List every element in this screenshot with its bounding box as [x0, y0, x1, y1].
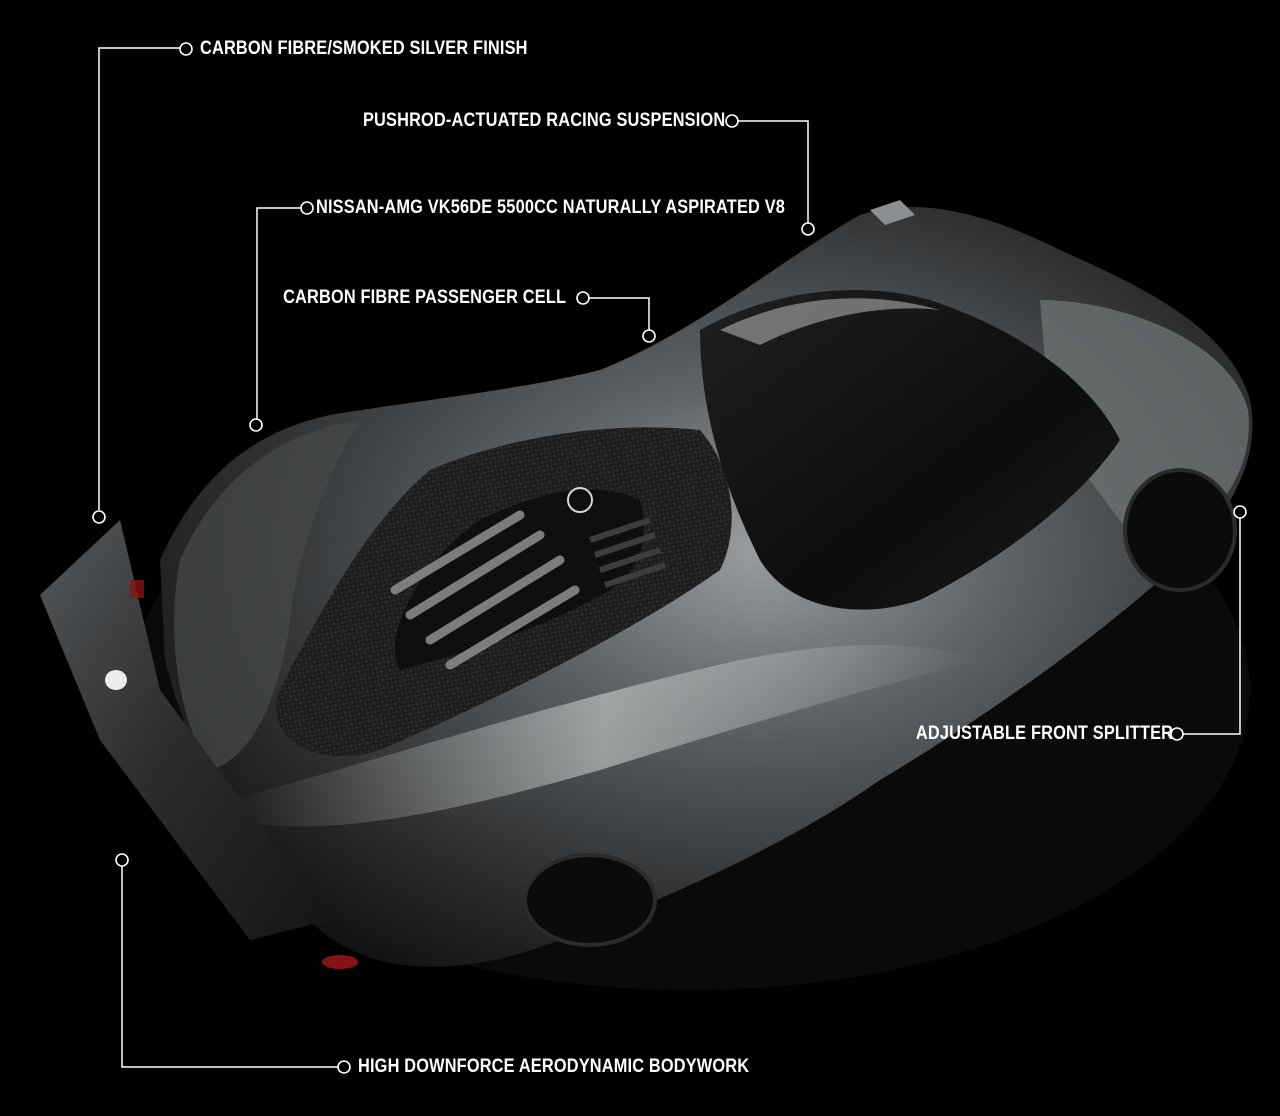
- marker-circle-icon: [300, 201, 314, 215]
- marker-circle-icon: [249, 418, 263, 432]
- rear-haunch: [174, 420, 360, 770]
- brand-emblem-icon: [567, 487, 593, 513]
- marker-circle-icon: [179, 42, 193, 56]
- marker-circle-icon: [337, 1060, 351, 1074]
- wing-light-glint: [105, 670, 127, 690]
- callout-finish-label: CARBON FIBRE/SMOKED SILVER FINISH: [200, 38, 528, 59]
- marker-circle-icon: [92, 510, 106, 524]
- callout-markers: [92, 42, 1247, 1074]
- leader-engine: [256, 207, 301, 419]
- front-wheel: [1123, 468, 1237, 592]
- tail-light-lower: [322, 955, 358, 969]
- canopy-highlight: [720, 298, 940, 345]
- intake-runners: [390, 510, 580, 670]
- callout-cell-label: CARBON FIBRE PASSENGER CELL: [282, 287, 566, 308]
- side-mirror: [870, 200, 915, 225]
- marker-circle-icon: [642, 329, 656, 343]
- marker-circle-icon: [576, 291, 590, 305]
- callout-bodywork-label: HIGH DOWNFORCE AERODYNAMIC BODYWORK: [358, 1056, 750, 1077]
- marker-circle-icon: [725, 114, 739, 128]
- body-highlight: [230, 645, 980, 827]
- callout-engine-label: NISSAN-AMG VK56DE 5500CC NATURALLY ASPIR…: [316, 197, 786, 218]
- marker-circle-icon: [1170, 727, 1184, 741]
- callout-splitter-label: ADJUSTABLE FRONT SPLITTER: [915, 723, 1173, 744]
- engine-coils: [589, 517, 666, 588]
- leader-cell: [589, 297, 650, 330]
- marker-circle-icon: [115, 853, 129, 867]
- leader-finish: [98, 47, 181, 510]
- marker-circle-icon: [1233, 505, 1247, 519]
- leader-suspension: [738, 120, 809, 223]
- leader-splitter: [1183, 518, 1241, 735]
- marker-circle-icon: [801, 222, 815, 236]
- cockpit-canopy: [700, 290, 1120, 610]
- leader-bodywork: [121, 866, 338, 1068]
- callout-suspension-label: PUSHROD-ACTUATED RACING SUSPENSION: [362, 110, 725, 131]
- rear-wing-surface: [40, 520, 330, 940]
- tail-light: [130, 580, 144, 598]
- rear-wheel: [523, 853, 657, 947]
- callout-lines: [98, 47, 1241, 1068]
